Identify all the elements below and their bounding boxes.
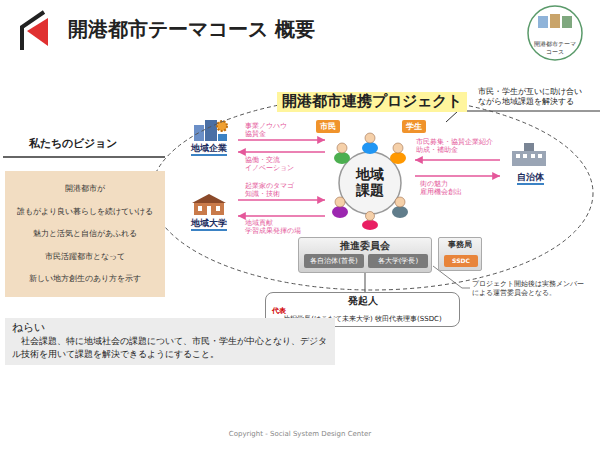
member-box: 各自治体(首長): [304, 254, 364, 268]
window: [516, 154, 520, 158]
callout-note: プロジェクト開始後は実務メンバー による運営委員会となる。: [472, 280, 594, 298]
committee-box: 推進委員会各自治体(首長) 各大学(学長): [298, 237, 432, 273]
meeting-table: [332, 133, 408, 230]
window: [538, 154, 542, 158]
edge-label: 市民募集・協賛企業紹介 助成・補助金: [416, 138, 500, 154]
vision-line: 誰もがより良い暮らしを続けていける: [17, 207, 153, 217]
door: [207, 206, 211, 215]
ellipse-outline: [151, 96, 593, 290]
flow-arrow: [238, 199, 325, 200]
connector-line: [364, 273, 365, 292]
edge-label: 起業家のタマゴ 知識・技術: [245, 182, 301, 198]
person: [332, 197, 348, 218]
university-node: 地域大学: [180, 193, 238, 231]
logo-triangle: [27, 18, 48, 46]
university-icon: [192, 194, 226, 215]
vision-line: 新しい地方創生のあり方を示す: [29, 274, 141, 284]
badge-caption: 開港都市テーマ コース: [533, 40, 577, 56]
node-label: 地域 課題: [354, 166, 386, 198]
office-box: 事務局 SSDC: [438, 237, 482, 271]
note-underline: [446, 111, 600, 122]
node-text: 社会課題、特に地域社会の課題について、市民・学生が中心となり、デジタル技術を用い…: [12, 335, 328, 361]
company-icon: [194, 120, 227, 141]
node-label: 学生: [406, 123, 422, 131]
edge-label: 協働・交流 イノベーション: [245, 156, 301, 172]
member-box: SSDC: [444, 255, 478, 267]
node-label: 私たちのビジョン: [5, 133, 165, 150]
node-label: 市民: [320, 123, 336, 131]
issue-circle: 地域 課題: [325, 132, 415, 232]
node-label: SSDC: [452, 258, 470, 264]
window: [531, 154, 535, 158]
flow-arrow: [415, 175, 500, 176]
logo: [22, 12, 48, 50]
node-label: 開港都市連携プロジェクト: [277, 92, 467, 112]
page-title: 開港都市テーマコース 概要: [68, 16, 315, 43]
aim-box: ねらい社会課題、特に地域社会の課題について、市民・学生が中心となり、デジタル技術…: [5, 318, 335, 365]
window: [198, 206, 202, 211]
company-node: 地域企業: [180, 118, 238, 156]
node-label: 発起人: [272, 295, 453, 307]
node-label: 推進委員会: [299, 238, 431, 252]
vision-underline: [3, 156, 165, 158]
edge-label: 街の魅力 雇用機会創出: [420, 180, 470, 196]
vision-panel: 私たちのビジョン開港都市が誰もがより良い暮らしを続けていける魅力と活気と自信があ…: [5, 133, 165, 297]
gear: [217, 121, 227, 131]
node-label: 各自治体(首長): [310, 258, 357, 265]
person: [362, 212, 378, 231]
building: [512, 151, 546, 166]
flow-arrow: [415, 159, 500, 160]
vision-line: 魅力と活気と自信があふれる: [33, 229, 137, 239]
roof: [192, 194, 226, 203]
window: [216, 206, 220, 211]
person: [362, 133, 378, 154]
note-text: 市民・学生が互いに助け合い ながら地域課題を解決する: [478, 87, 590, 108]
node-label: 地域大学: [191, 218, 227, 231]
tower: [524, 143, 534, 151]
node-label: 各大学(学長): [378, 258, 418, 265]
person: [334, 143, 350, 164]
vision-line: 市民活躍都市となって: [45, 252, 125, 262]
edge-label: 地域貢献 学習成果発揮の場: [245, 219, 309, 235]
building: [194, 125, 204, 141]
vision-line: 開港都市が: [65, 184, 105, 194]
node-label: 自治体: [517, 172, 544, 185]
member-box: 各大学(学長): [368, 254, 428, 268]
vision-body: 開港都市が誰もがより良い暮らしを続けていける魅力と活気と自信があふれる市民活躍都…: [5, 171, 165, 297]
badge: [528, 6, 582, 60]
truck: [218, 134, 227, 141]
flow-arrow: [238, 151, 325, 152]
project-region: 開港都市連携プロジェクト地域企業地域大学 地域 課題 市民 学生自治体推進委員会各自治…: [150, 95, 594, 291]
municipality-node: 自治体: [500, 143, 560, 185]
flow-arrow: [238, 139, 325, 140]
copyright: Copyright - Social System Design Center: [0, 430, 600, 439]
role-tag: 市民: [316, 120, 340, 133]
node-label: 地域企業: [191, 143, 227, 156]
badge-ring: [528, 6, 582, 60]
building: [205, 120, 217, 141]
edge-label: 事業ノウハウ 協賛金: [245, 122, 295, 138]
person: [392, 197, 408, 218]
city-hall-icon: [512, 143, 546, 166]
window: [523, 154, 527, 158]
role-tag: 学生: [402, 120, 426, 133]
badge-photo: [562, 16, 572, 28]
person: [390, 143, 406, 164]
badge-photo: [538, 16, 548, 28]
node-label: 事務局: [439, 238, 481, 250]
flow-arrow: [238, 215, 325, 216]
badge-photo: [550, 14, 560, 28]
building: [194, 203, 224, 215]
node-label: ねらい: [12, 321, 328, 335]
node-text: 代表: [272, 307, 453, 315]
